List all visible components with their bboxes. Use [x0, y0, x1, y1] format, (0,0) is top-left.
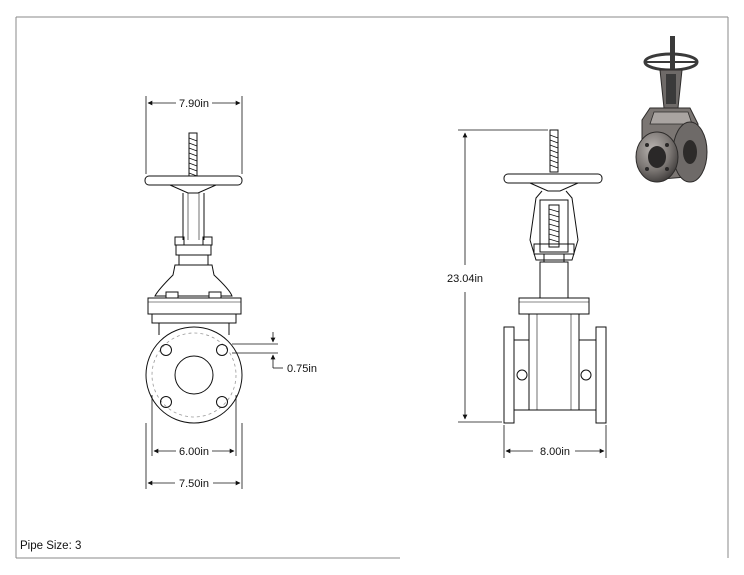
side-view — [503, 129, 607, 424]
dim-bolt-circle: 6.00in — [179, 446, 209, 458]
dim-flange-diameter: 7.50in — [179, 478, 209, 490]
dim-face-to-face: 8.00in — [540, 446, 570, 458]
dim-flange-thickness: 0.75in — [287, 363, 317, 375]
dimension-labels: 7.90in 0.75in 6.00in 7.50in 23.04in 8.00… — [179, 98, 570, 490]
front-view — [144, 132, 243, 424]
dim-overall-height: 23.04in — [447, 273, 483, 285]
pipe-size-label: Pipe Size: 3 — [20, 540, 82, 552]
front-dimensions — [145, 96, 283, 489]
side-dimensions — [458, 129, 607, 458]
dim-handwheel-width: 7.90in — [179, 98, 209, 110]
sheet-border — [15, 16, 729, 559]
isometric-valve-render — [635, 36, 708, 183]
